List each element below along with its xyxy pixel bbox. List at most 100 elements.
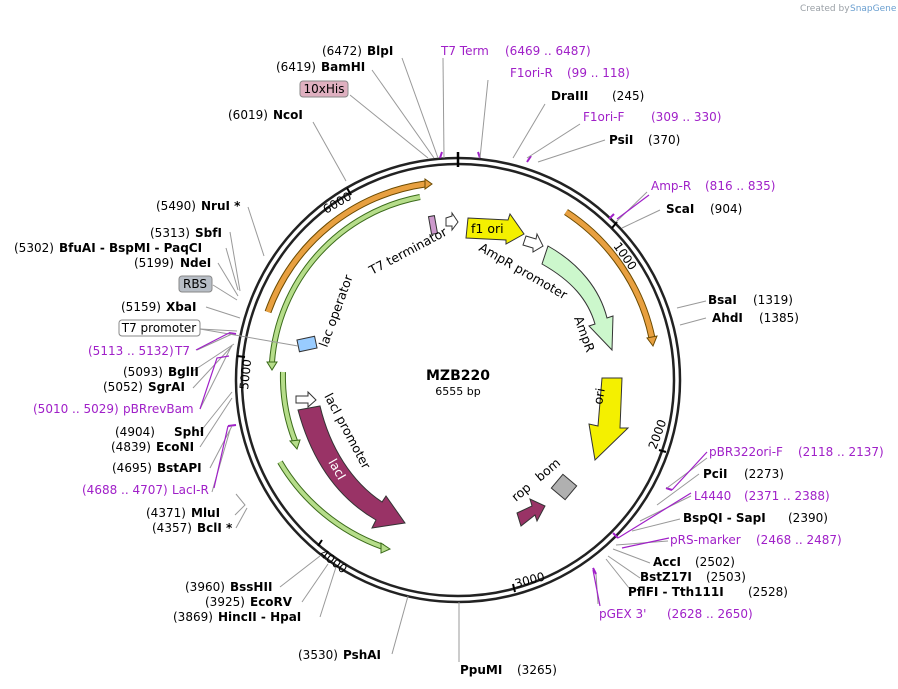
primer-prsmarker-range: (2468 .. 2487) [756,533,842,547]
enz-draiii[interactable]: DraIII [551,89,588,103]
ori-arc-head [646,335,658,348]
enz-ndei[interactable]: NdeI [180,256,211,270]
feature-laci[interactable]: lacI [297,405,406,529]
tick-3000 [512,583,516,593]
enz-mlui[interactable]: MluI [191,506,220,520]
primer-l4440-range: (2371 .. 2388) [744,489,830,503]
enz-sphi[interactable]: SphI [174,425,204,439]
green-arc-2 [280,371,297,442]
feature-ori[interactable]: ori [588,377,630,462]
t7-promoter-box [118,319,201,337]
enz-pshai[interactable]: PshAI [343,648,381,662]
enz-scai[interactable]: ScaI [666,202,694,216]
primer-pgex3-name[interactable]: pGEX 3' [599,607,646,621]
laci-promoter-arrow [295,390,317,409]
pos-bspqi: (2390) [788,511,828,525]
enz-bstapi[interactable]: BstAPI [157,461,202,475]
pos-ecorv: (3925) [205,595,245,609]
laci-arrow [297,405,406,529]
pos-pflfi: (2528) [748,585,788,599]
primer-pbr322orif-range: (2118 .. 2137) [798,445,884,459]
pos-bstapi: (4695) [112,461,152,475]
tick-6000 [346,187,352,196]
enz-xbai[interactable]: XbaI [166,300,196,314]
primer-pbrrevbam-name[interactable]: pBRrevBam [123,402,194,416]
ampr-promoter-arrow [522,232,544,253]
t7-promoter-label: T7 promoter [121,321,197,335]
enz-bstz17i[interactable]: BstZ17I [640,570,692,584]
pos-bcli: (4357) [152,521,192,535]
tick-label-5000: 5000 [237,358,254,390]
outer-arc-left [265,181,426,313]
enz-ecorv[interactable]: EcoRV [250,595,293,609]
feature-bom[interactable]: bom [532,455,578,501]
primer-f1orir-range: (99 .. 118) [567,66,630,80]
pos-ahdi: (1385) [759,311,799,325]
primer-ampr-name[interactable]: Amp-R [651,179,691,193]
tick-label-3000: 3000 [513,569,546,590]
primer-l4440-name[interactable]: L4440 [694,489,731,503]
feature-box-10xhis[interactable]: 10xHis [299,80,349,98]
feature-t7-terminator[interactable]: T7 terminator [365,211,459,278]
enz-ncoi[interactable]: NcoI [273,108,303,122]
enz-bcli[interactable]: BclI * [197,521,233,535]
enz-bglii[interactable]: BglII [168,365,199,379]
enz-hincii[interactable]: HincII - HpaI [218,610,301,624]
enz-pflfi[interactable]: PflFI - Tth111I [628,585,724,599]
primer-f1orif-name[interactable]: F1ori-F [583,110,624,124]
primer-ampr-range: (816 .. 835) [705,179,775,193]
primer-t7term-name[interactable]: T7 Term [440,44,489,58]
enz-econi[interactable]: EcoNI [156,440,194,454]
enz-sgrai[interactable]: SgrAI [148,380,185,394]
primer-t7-name[interactable]: T7 [174,344,190,358]
pos-ndei: (5199) [134,256,174,270]
enz-bamhi[interactable]: BamHI [321,60,365,74]
lac-operator-box [296,335,318,353]
primer-pbr322orif-name[interactable]: pBR322ori-F [709,445,783,459]
primer-pbrrevbam-range: (5010 .. 5029) [33,402,119,416]
primer-lacir-name[interactable]: LacI-R [172,483,209,497]
pos-bglii: (5093) [123,365,163,379]
outer-arc-left-head [424,178,433,190]
pos-bamhi: (6419) [276,60,316,74]
feature-f1ori[interactable]: f1 ori [465,212,525,245]
enz-bfuai[interactable]: BfuAI - BspMI - PaqCI [59,241,202,255]
enz-psii[interactable]: PsiI [609,133,633,147]
pos-hincii: (3869) [173,610,213,624]
enz-pcii[interactable]: PciI [703,467,728,481]
primer-mark-pgex3 [592,567,597,575]
pos-mlui: (4371) [146,506,186,520]
green-arc-3 [278,460,384,549]
enz-bsshii[interactable]: BssHII [230,580,272,594]
enz-bsai[interactable]: BsaI [708,293,737,307]
snapgene-brand: SnapGene [850,4,897,14]
primer-mark-ampr [608,213,615,220]
tick-5000 [236,355,246,358]
enz-nrui[interactable]: NruI * [201,199,241,213]
t7-terminator-label: T7 terminator [365,224,450,278]
enz-ahdi[interactable]: AhdI [712,311,743,325]
pos-sgrai: (5052) [103,380,143,394]
primer-prsmarker-name[interactable]: pRS-marker [670,533,741,547]
enz-bspqi[interactable]: BspQI - SapI [683,511,766,525]
feature-box-t7-promoter[interactable]: T7 promoter [118,319,201,337]
primer-f1orir-name[interactable]: F1ori-R [510,66,553,80]
feature-lac-operator[interactable]: lac operator [296,272,356,353]
pos-ppumi: (3265) [517,663,557,677]
ori-label: ori [590,387,608,406]
his-label: 10xHis [304,82,345,96]
enz-sbfi[interactable]: SbfI [195,226,222,240]
credit-text: Created by [800,4,850,14]
feature-rop[interactable]: rop [508,480,546,527]
enz-acci[interactable]: AccI [653,555,681,569]
enz-ppumi[interactable]: PpuMI [460,663,502,677]
feature-ampr[interactable]: AmpR [541,245,614,354]
primer-t7-range: (5113 .. 5132) [88,344,174,358]
enz-blpi[interactable]: BlpI [367,44,393,58]
pos-pcii: (2273) [744,467,784,481]
pos-ncoi: (6019) [228,108,268,122]
feature-box-rbs[interactable]: RBS [178,275,213,293]
his-box [299,80,349,98]
pos-bsai: (1319) [753,293,793,307]
pos-acci: (2502) [695,555,735,569]
